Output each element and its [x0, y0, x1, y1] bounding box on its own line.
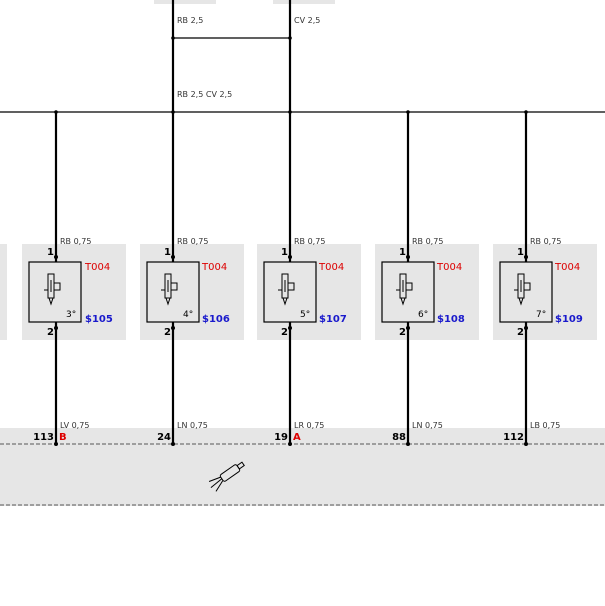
bottom-wire-label: LR 0,75	[294, 421, 324, 430]
pin-dot	[406, 255, 410, 259]
injector-group: 1 2 RB 0,75 T004 4° $106	[140, 110, 244, 444]
ecu-pin-number: 24	[157, 432, 171, 443]
ecu-pin-number: 19	[274, 432, 288, 443]
injector-ref: $109	[555, 314, 583, 325]
pin-top-number: 1	[281, 247, 288, 258]
injector-panel	[375, 244, 479, 340]
injector-icon	[161, 273, 178, 306]
injector-code: T004	[318, 262, 344, 273]
injector-ref: $106	[202, 314, 230, 325]
injector-code: T004	[436, 262, 462, 273]
ecu-pin-number: 113	[33, 432, 54, 443]
top-wire-label: RB 0,75	[294, 237, 325, 246]
pin-top-number: 1	[164, 247, 171, 258]
pin-dot	[406, 442, 410, 446]
injector-ref: $105	[85, 314, 113, 325]
cylinder-label: 6°	[418, 310, 428, 320]
pin-dot	[524, 255, 528, 259]
bottom-wire-label: LV 0,75	[60, 421, 89, 430]
injector-ref: $107	[319, 314, 347, 325]
injector-group: 1 2 RB 0,75 T004 6° $108	[375, 110, 479, 444]
top-wire-label: RB 0,75	[412, 237, 443, 246]
bottom-wire-label: LB 0,75	[530, 421, 560, 430]
injector-ref: $108	[437, 314, 465, 325]
cylinder-label: 5°	[300, 310, 310, 320]
injector-code: T004	[554, 262, 580, 273]
cylinder-label: 4°	[183, 310, 193, 320]
pin-bottom-number: 2	[164, 327, 171, 338]
supply-right-label: CV 2,5	[294, 16, 320, 25]
injector-group: 1 2 RB 0,75 T004 5° $107	[257, 110, 361, 444]
pin-bottom-number: 2	[47, 327, 54, 338]
injector-code: T004	[84, 262, 110, 273]
junction-dot	[288, 36, 292, 40]
injector-code: T004	[201, 262, 227, 273]
pin-bottom-number: 2	[517, 327, 524, 338]
pin-dot	[288, 442, 292, 446]
bottom-wire-label: LN 0,75	[177, 421, 208, 430]
pin-dot	[54, 442, 58, 446]
injector-icon	[278, 273, 295, 306]
top-component-right-stub	[273, 0, 335, 4]
injector-group: 1 2 RB 0,75 T004 3° $105	[22, 110, 126, 444]
ecu-connector-band	[0, 428, 605, 506]
injector-group: 1 2 RB 0,75 T004 7° $109	[493, 110, 597, 444]
pin-dot	[171, 442, 175, 446]
injector-panel	[22, 244, 126, 340]
pin-dot	[54, 255, 58, 259]
pin-top-number: 1	[399, 247, 406, 258]
injector-icon	[514, 273, 531, 306]
ecu-connector-letter: B	[59, 432, 67, 443]
top-wire-label: RB 0,75	[530, 237, 561, 246]
connector-plug-icon	[208, 461, 245, 492]
injector-panel	[257, 244, 361, 340]
pin-top-number: 1	[517, 247, 524, 258]
injector-icon	[44, 273, 61, 306]
ecu-connector-letter: A	[293, 432, 301, 443]
pin-top-number: 1	[47, 247, 54, 258]
ecu-pin-number: 112	[503, 432, 524, 443]
bottom-wire-label: LN 0,75	[412, 421, 443, 430]
cylinder-label: 7°	[536, 310, 546, 320]
top-component-left-stub	[154, 0, 216, 4]
injector-panel	[493, 244, 597, 340]
pin-bottom-number: 2	[399, 327, 406, 338]
supply-left-label: RB 2,5	[177, 16, 203, 25]
ecu-pin-number: 88	[392, 432, 406, 443]
supply-bus-label: RB 2,5 CV 2,5	[177, 90, 232, 99]
injector-panel	[140, 244, 244, 340]
pin-dot	[288, 255, 292, 259]
junction-dot	[171, 36, 175, 40]
injector-icon	[396, 273, 413, 306]
pin-dot	[171, 255, 175, 259]
pin-dot	[524, 442, 528, 446]
pin-bottom-number: 2	[281, 327, 288, 338]
partial-injector-panel	[0, 244, 7, 340]
top-wire-label: RB 0,75	[60, 237, 91, 246]
cylinder-label: 3°	[66, 310, 76, 320]
top-wire-label: RB 0,75	[177, 237, 208, 246]
